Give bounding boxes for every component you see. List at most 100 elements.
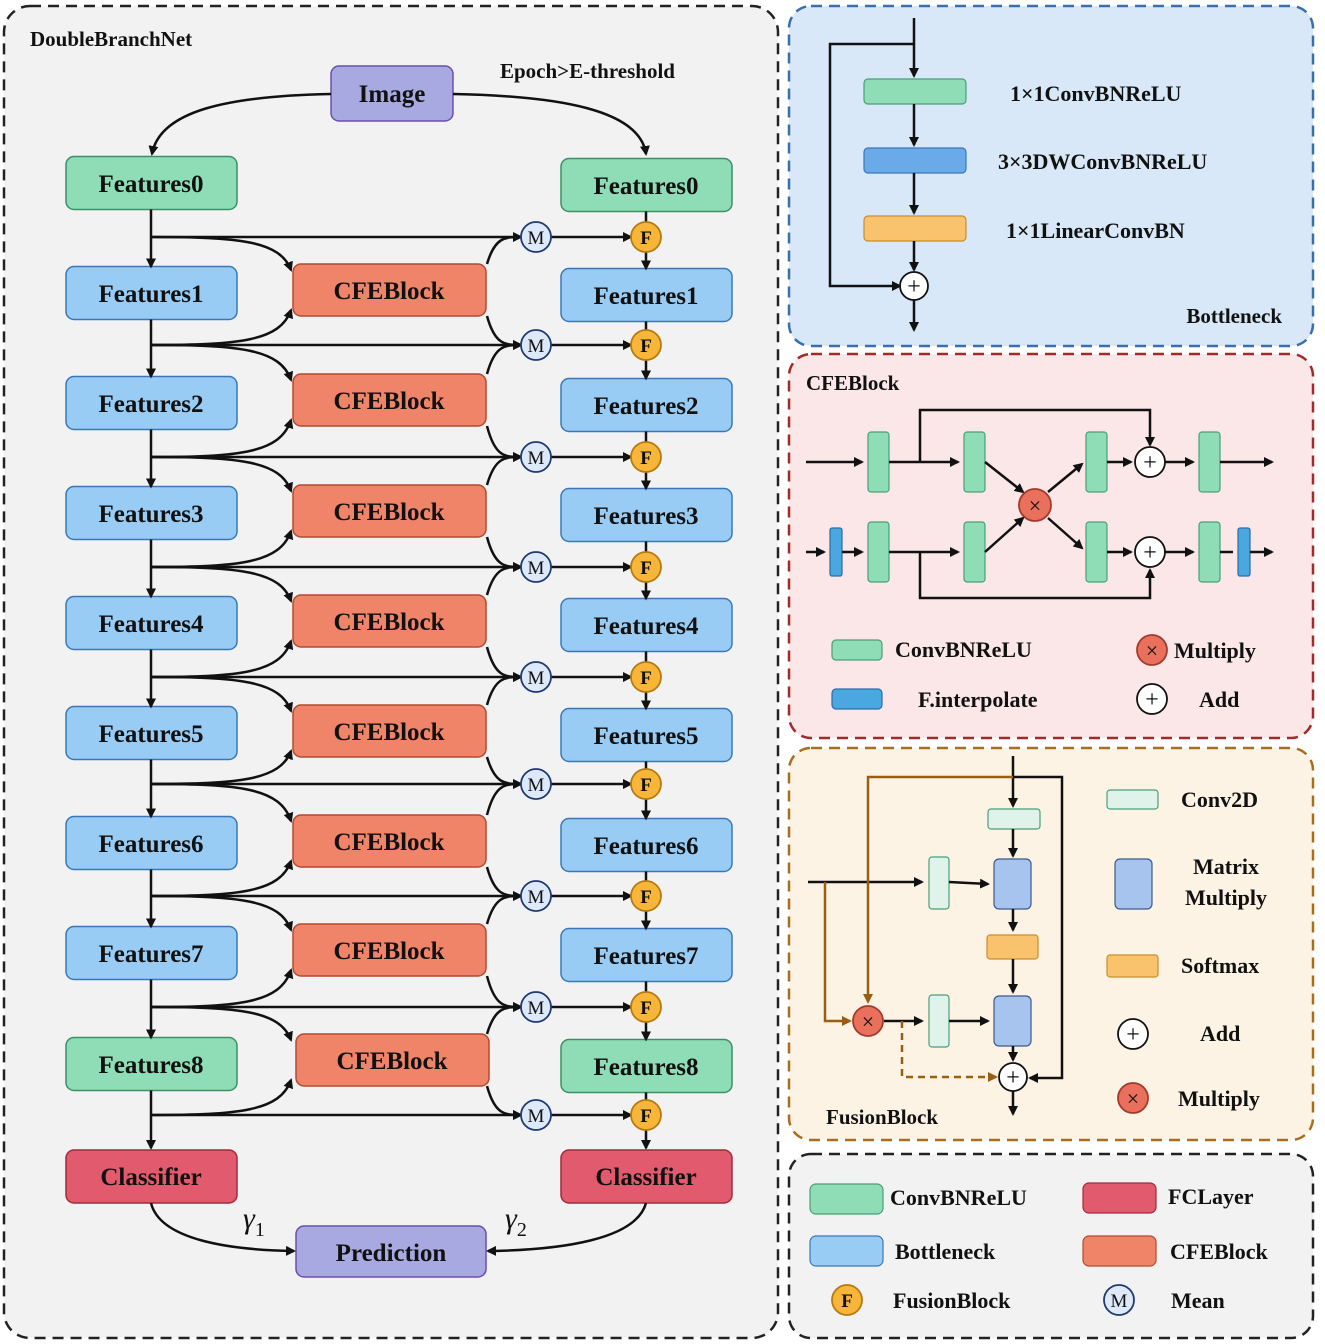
mean-icon-0 [520, 221, 552, 253]
fusion-legend-matrix-swatch [1114, 858, 1153, 910]
cfe-bottom-conv-3 [1085, 521, 1108, 583]
fusion-symbol-6: F [640, 887, 652, 908]
fusion-matrix-multiply-top [993, 858, 1032, 910]
fusion-icon-4 [630, 661, 662, 693]
fusion-panel [787, 746, 1315, 1142]
cfe-up-to-mean-5 [485, 782, 522, 816]
mean-icon-5 [520, 768, 552, 800]
fusion-symbol-5: F [640, 775, 652, 796]
bottleneck-panel-title: Bottleneck [1186, 304, 1282, 328]
right-features-label-8: Features8 [593, 1054, 698, 1081]
fusion-icon-5 [630, 768, 662, 800]
bottleneck-layer-2-label: 3×3DWConvBNReLU [998, 149, 1207, 174]
image-label: Image [359, 81, 426, 108]
fusion-multiply-symbol: × [862, 1009, 874, 1034]
gamma-2-subscript: 2 [517, 1219, 527, 1241]
fusion-legend-matrix-label-2: Multiply [1185, 885, 1267, 910]
bottleneck-layer-3-label: 1×1LinearConvBN [1006, 218, 1185, 243]
legend-conv-swatch [809, 1183, 884, 1215]
cfe-up-to-mean-4 [485, 675, 522, 706]
right-features-label-6: Features6 [593, 833, 698, 860]
legend-fusionblock-label: FusionBlock [893, 1288, 1011, 1313]
cfe-block-5 [292, 704, 487, 758]
cfe-block-label-1: CFEBlock [333, 278, 444, 305]
classifier-right-box [560, 1149, 733, 1204]
mean-symbol-8: M [528, 1106, 545, 1127]
from-cfe-back-arrow-1 [150, 308, 294, 347]
cfe-bottom-conv-2 [963, 521, 986, 583]
fusion-icon-6 [630, 880, 662, 912]
fusion-symbol-0: F [640, 228, 652, 249]
cfe-top-conv-4 [1198, 431, 1221, 493]
cfe-legend-interp-label: F.interpolate [918, 687, 1038, 712]
left-features-label-3: Features3 [98, 501, 203, 528]
from-cfe-back-arrow-7 [150, 968, 294, 1009]
fusion-matrix-multiply-bottom [993, 995, 1032, 1047]
fusion-icon-0 [630, 221, 662, 253]
cfe-to-mean-arrow-8 [485, 1085, 523, 1120]
bottleneck-dwconv-block [863, 147, 967, 174]
cfe-bottom-interp-2 [1237, 527, 1251, 577]
cfe-block-label-4: CFEBlock [333, 609, 444, 636]
cfe-up-to-mean-0 [485, 235, 522, 265]
bottleneck-linearconv-block [863, 215, 967, 242]
right-features-label-3: Features3 [593, 503, 698, 530]
fusion-legend-softmax-label: Softmax [1181, 953, 1259, 978]
right-features-label-1: Features1 [593, 283, 698, 310]
cfe-legend-conv-label: ConvBNReLU [895, 637, 1032, 662]
mean-icon-3 [520, 551, 552, 583]
fusion-icon-1 [630, 329, 662, 361]
fusion-multiply-icon [852, 1005, 884, 1037]
right-features-label-4: Features4 [593, 613, 699, 640]
fusion-symbol-3: F [640, 558, 652, 579]
from-cfe-back-arrow-5 [150, 749, 293, 786]
cfe-block-2 [292, 373, 487, 427]
fusion-add-symbol: + [1006, 1065, 1020, 1091]
left-features-label-8: Features8 [98, 1052, 203, 1079]
mean-symbol-2: M [528, 448, 545, 469]
cfe-block-8 [295, 1033, 490, 1087]
fusion-legend-softmax-swatch [1106, 954, 1159, 978]
fusion-legend-add-symbol: + [1126, 1022, 1140, 1048]
fusion-symbol-2: F [640, 448, 652, 469]
right-features-label-5: Features5 [593, 723, 698, 750]
bottleneck-add-symbol: + [907, 274, 921, 300]
gamma-2-symbol: γ [505, 1202, 518, 1235]
left-features-label-4: Features4 [98, 611, 204, 638]
gamma-1-symbol: γ [243, 1202, 256, 1235]
cfe-block-label-6: CFEBlock [333, 829, 444, 856]
cfe-block-label-2: CFEBlock [333, 388, 444, 415]
cfe-block-3 [292, 484, 487, 538]
fusion-symbol-4: F [640, 668, 652, 689]
cfe-multiply-symbol: × [1029, 493, 1041, 518]
left-features-label-1: Features1 [98, 281, 203, 308]
cfe-legend-add-icon [1136, 683, 1168, 715]
fusion-legend-multiply-icon [1117, 1082, 1149, 1114]
fusion-legend-matrix-label-1: Matrix [1193, 854, 1259, 879]
legend-cfeblock-label: CFEBlock [1170, 1239, 1269, 1264]
legend-bottleneck-label: Bottleneck [895, 1239, 996, 1264]
image-box [330, 65, 454, 122]
fusion-legend-conv2d-swatch [1106, 789, 1159, 810]
legend-mean-symbol: M [1111, 1291, 1128, 1312]
fusion-conv2d-left [928, 856, 950, 910]
mean-symbol-0: M [528, 228, 545, 249]
cfe-top-conv-1 [867, 431, 890, 493]
cfe-up-to-mean-2 [485, 455, 522, 486]
mean-icon-7 [520, 991, 552, 1023]
legend-fclayer-label: FCLayer [1168, 1184, 1254, 1209]
mean-icon-1 [520, 329, 552, 361]
cfe-bottom-conv-4 [1198, 521, 1221, 583]
cfe-top-conv-2 [963, 431, 986, 493]
legend-cfeblock-swatch [1082, 1235, 1157, 1267]
cfe-block-7 [292, 923, 487, 977]
gamma-1-label: γ1 [243, 1202, 265, 1241]
fusion-legend-multiply-symbol: × [1127, 1086, 1139, 1111]
fusion-legend-multiply-label: Multiply [1178, 1086, 1260, 1111]
cfe-block-label-3: CFEBlock [333, 499, 444, 526]
cfe-block-4 [292, 594, 487, 648]
main-panel-title: DoubleBranchNet [30, 27, 192, 51]
epoch-condition-label: Epoch>E-threshold [500, 59, 675, 83]
